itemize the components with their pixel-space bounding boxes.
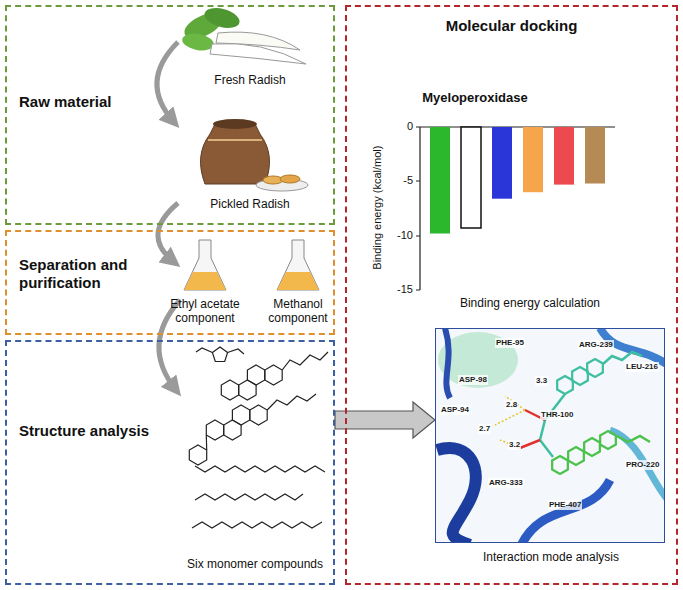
pickle-slice xyxy=(280,175,300,183)
tick xyxy=(416,127,420,128)
item-label: Pickled Radish xyxy=(190,197,310,211)
distance-label: 3.2 xyxy=(508,440,521,450)
residue-label: ASP-94 xyxy=(440,405,470,415)
chart-title: Myeloperoxidase xyxy=(400,90,550,106)
panel-title: Molecular docking xyxy=(347,17,676,35)
residue-label: ARG-239 xyxy=(578,340,614,350)
protein-ribbon xyxy=(437,448,476,543)
pickle-jar xyxy=(201,124,270,184)
bond xyxy=(196,348,212,353)
ligand-ring xyxy=(557,376,573,394)
item-label: Fresh Radish xyxy=(195,73,305,87)
bar xyxy=(430,127,450,234)
stage-panel: Raw material xyxy=(5,5,335,225)
ligand-ring xyxy=(584,438,600,456)
ligand-chain xyxy=(617,436,650,442)
distance-label: 2.7 xyxy=(478,424,491,434)
image-frame: Interaction mode analysis xyxy=(435,328,665,543)
ring xyxy=(247,365,264,385)
ligand-ring xyxy=(600,431,616,449)
hydrogen-bond xyxy=(495,410,525,425)
radish-root xyxy=(216,32,300,50)
residue-label: LEU-216 xyxy=(625,362,659,372)
ring xyxy=(250,405,267,425)
flow-arrow xyxy=(335,402,435,438)
flask xyxy=(277,240,319,290)
flask xyxy=(184,240,226,290)
sugar-ring xyxy=(189,445,206,465)
ligand-chain xyxy=(540,394,565,457)
side-chain xyxy=(282,352,328,370)
y-axis xyxy=(419,127,420,290)
tick-label: -10 xyxy=(383,229,413,242)
protein-ribbon xyxy=(445,328,450,398)
bar xyxy=(585,127,605,184)
hydrogen-bond xyxy=(505,396,525,410)
tick-label: 0 xyxy=(383,120,413,133)
stage-panel: Structure analysis xyxy=(5,340,335,585)
distance-label: 3.3 xyxy=(535,376,548,386)
residue-label: PHE-95 xyxy=(495,338,525,348)
residue-label: PHE-407 xyxy=(548,500,582,510)
oxygen-bond xyxy=(520,440,540,448)
lipid-chain xyxy=(195,494,303,500)
lipid-chain xyxy=(195,466,325,472)
tick xyxy=(416,290,420,291)
jar-band xyxy=(208,139,262,141)
residue-label: THR-100 xyxy=(540,410,574,420)
side-chain xyxy=(267,394,316,410)
residue-label: ASP-98 xyxy=(458,375,488,385)
ring xyxy=(232,405,249,425)
tick xyxy=(416,236,420,237)
tick-label: -15 xyxy=(383,283,413,296)
image-caption: Interaction mode analysis xyxy=(426,550,676,564)
ring xyxy=(265,365,282,385)
radish-leaf xyxy=(202,5,241,32)
flow-arrow xyxy=(157,42,178,122)
flask-liquid xyxy=(277,272,319,290)
furan-ring xyxy=(212,347,227,362)
tick xyxy=(416,181,420,182)
panel-title: Separation and purification xyxy=(19,256,159,292)
bond xyxy=(228,349,244,354)
item-label: Six monomer compounds xyxy=(178,557,332,571)
bar xyxy=(492,127,512,199)
panel-title: Structure analysis xyxy=(19,422,184,440)
bar xyxy=(554,127,574,185)
panel-title: Raw material xyxy=(19,93,169,111)
bar xyxy=(461,127,481,228)
ligand-ring xyxy=(552,456,568,474)
flask-liquid xyxy=(184,272,226,290)
protein-ribbon xyxy=(520,480,610,543)
item-label: Ethyl acetate component xyxy=(163,297,247,326)
axis-title: Binding energy (kcal/mol) xyxy=(371,118,384,298)
flow-arrow xyxy=(158,203,178,262)
bar xyxy=(523,127,543,192)
ligand-ring xyxy=(587,359,603,377)
ring xyxy=(221,380,238,400)
chart-caption: Binding energy calculation xyxy=(430,296,630,310)
radish-leaf xyxy=(181,31,215,52)
ligand-ring xyxy=(572,367,588,385)
ligand-ring xyxy=(568,447,584,465)
item-label: Methanol component xyxy=(258,297,338,326)
residue-label: PRO-220 xyxy=(625,460,660,470)
ring xyxy=(206,420,223,440)
lipid-chain xyxy=(192,522,322,528)
tick-label: -5 xyxy=(383,174,413,187)
residue-label: ARG-333 xyxy=(488,478,524,488)
protein-ribbon xyxy=(610,430,665,500)
distance-label: 2.8 xyxy=(505,400,518,410)
jar-lid xyxy=(213,119,257,129)
bond xyxy=(206,435,208,450)
